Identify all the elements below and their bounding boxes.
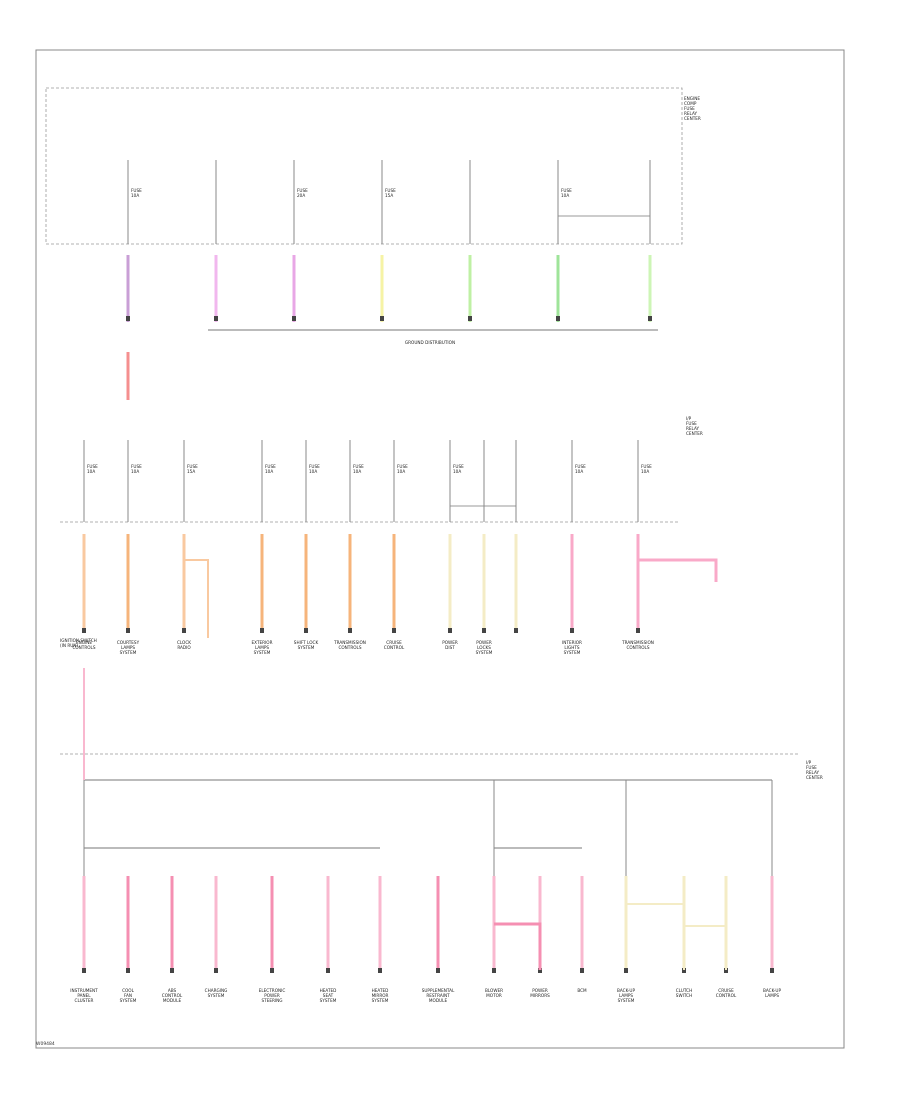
connector-b7 [378, 968, 382, 973]
connector-b11 [580, 968, 584, 973]
connector-m9 [482, 628, 486, 633]
connector-b8 [436, 968, 440, 973]
connector-m4 [260, 628, 264, 633]
connector-m6 [348, 628, 352, 633]
diagram-frame [35, 49, 845, 1049]
label-ground-bar-label: GROUND DISTRIBUTION [405, 340, 455, 345]
connector-m10 [514, 628, 518, 633]
connector-b15 [770, 968, 774, 973]
fuse-box-top-outline [45, 87, 683, 245]
connector-b6 [326, 968, 330, 973]
load-label-b11: BCM [577, 988, 587, 993]
connector-b10 [538, 968, 542, 973]
connector-t1 [126, 316, 130, 321]
connector-b14 [724, 968, 728, 973]
connector-b2 [126, 968, 130, 973]
wire-b12-branch [626, 903, 685, 970]
wire-b13-branch [684, 925, 727, 970]
connector-t3 [292, 316, 296, 321]
connector-b13 [682, 968, 686, 973]
connector-m1 [82, 628, 86, 633]
connector-b1 [82, 968, 86, 973]
connector-m2 [126, 628, 130, 633]
connector-m8 [448, 628, 452, 633]
connector-b12 [624, 968, 628, 973]
connector-m12 [636, 628, 640, 633]
wire-b9-branch [494, 922, 542, 970]
connector-t4 [380, 316, 384, 321]
wire-m12-branch [638, 558, 718, 582]
connector-b4 [214, 968, 218, 973]
connector-t2 [214, 316, 218, 321]
wire-m3-branch [184, 559, 209, 638]
connector-t5 [468, 316, 472, 321]
connector-b5 [270, 968, 274, 973]
connector-b9 [492, 968, 496, 973]
connector-m3 [182, 628, 186, 633]
label-ignition-switch-label: IGNITION SWITCH(IN RUN) [60, 638, 97, 648]
connector-m5 [304, 628, 308, 633]
connector-m7 [392, 628, 396, 633]
connector-b3 [170, 968, 174, 973]
connector-t7 [648, 316, 652, 321]
footer-code: W09484 [36, 1042, 55, 1047]
connector-m11 [570, 628, 574, 633]
connector-t6 [556, 316, 560, 321]
